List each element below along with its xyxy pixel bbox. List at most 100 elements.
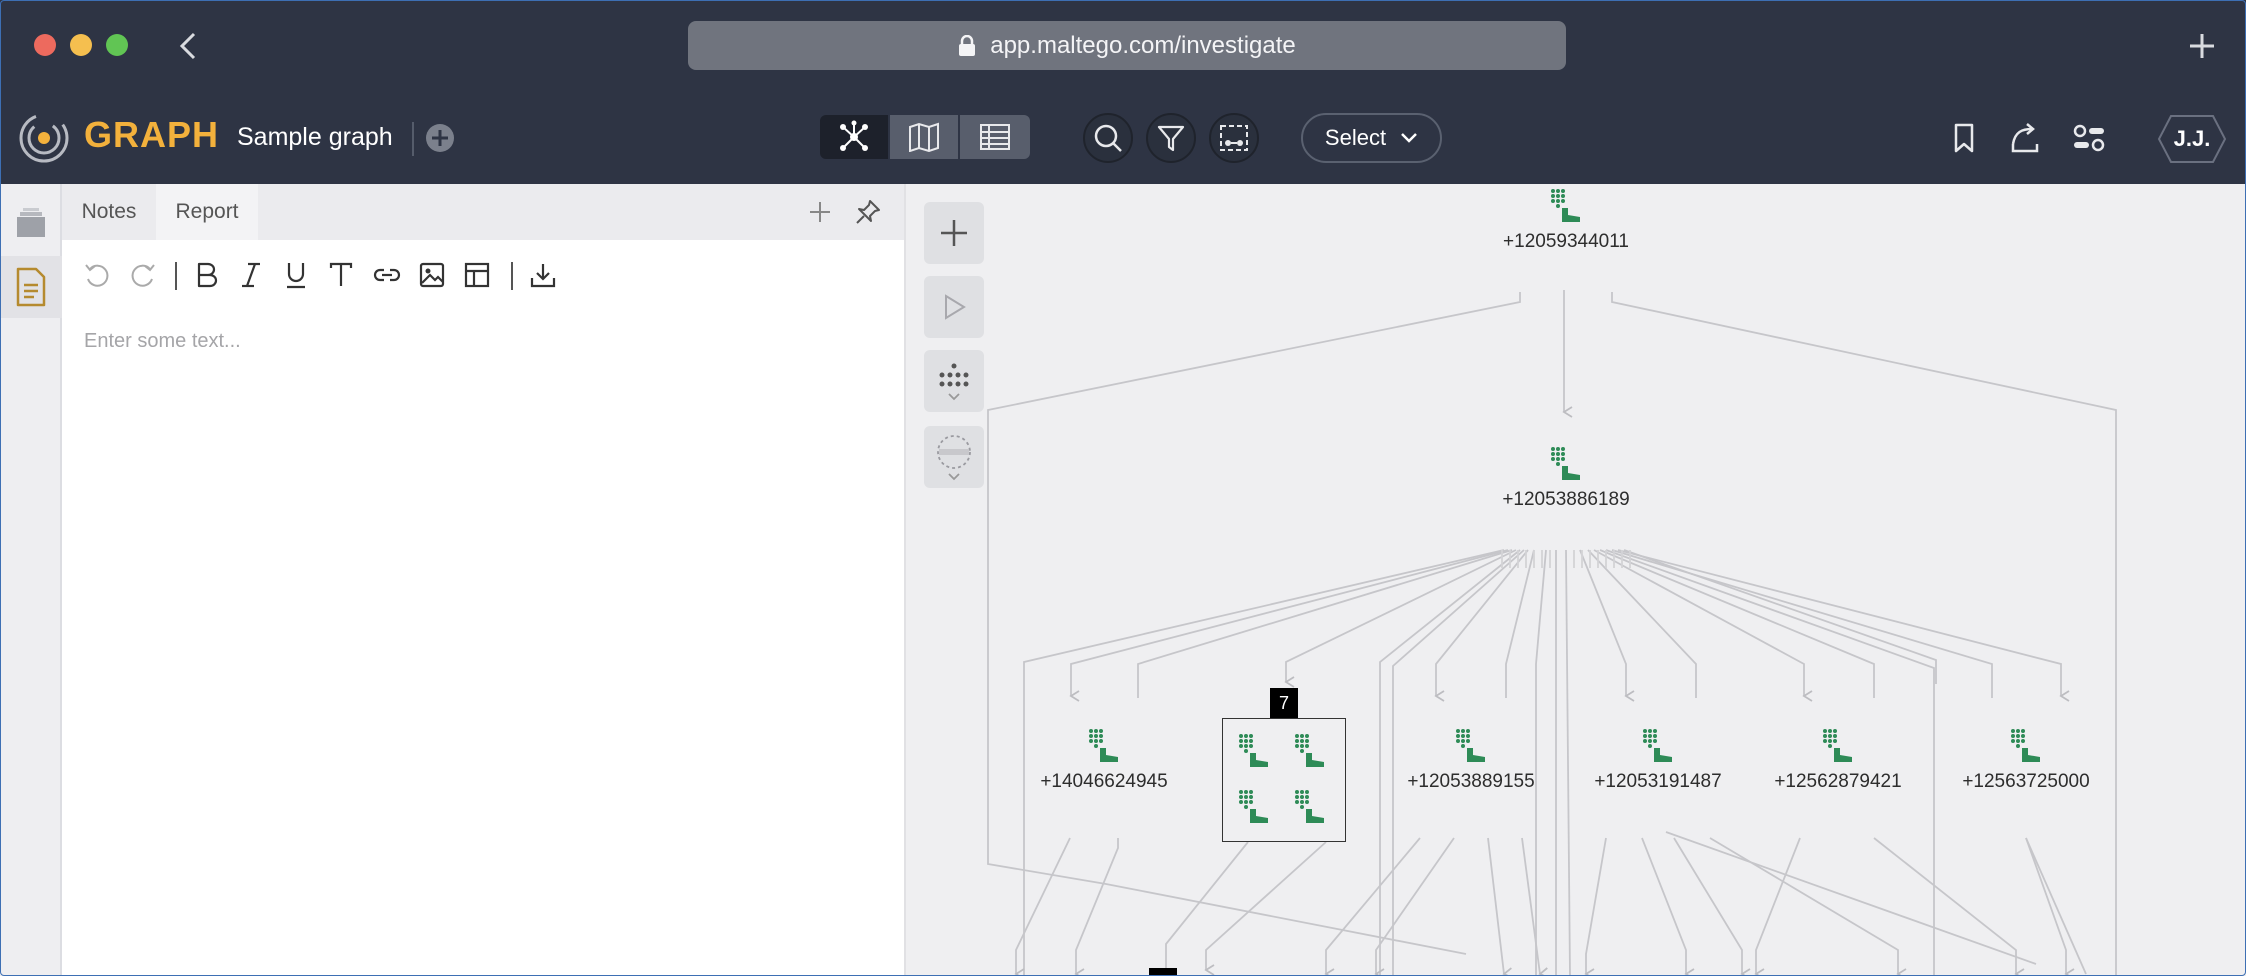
plus-icon: [2190, 34, 2214, 58]
add-entity-button[interactable]: [924, 202, 984, 264]
settings-toggle-button[interactable]: [2069, 120, 2109, 156]
node-label: +12053886189: [1502, 489, 1630, 510]
download-icon: [530, 264, 556, 288]
group-count-badge: 7: [1270, 688, 1298, 718]
tab-notes-label: Notes: [81, 200, 137, 223]
node-label: +12053191487: [1594, 771, 1722, 792]
graph-node[interactable]: +12053889155: [1391, 728, 1551, 793]
select-dropdown[interactable]: Select: [1301, 113, 1442, 163]
bold-icon: [197, 262, 218, 288]
table-view-button[interactable]: [960, 115, 1030, 159]
header-divider: [412, 122, 414, 156]
layers-icon: [17, 208, 45, 237]
tab-report-label: Report: [175, 200, 239, 223]
minimize-window-button[interactable]: [70, 34, 92, 56]
link-icon: [373, 268, 401, 282]
phone-icon: [1239, 790, 1268, 823]
phone-icon: [1643, 729, 1672, 762]
insert-image-button[interactable]: [415, 258, 449, 292]
side-rail: [0, 184, 62, 976]
text-style-button[interactable]: [324, 258, 358, 292]
url-text: app.maltego.com/investigate: [990, 31, 1296, 59]
node-label: +12562879421: [1774, 771, 1902, 792]
back-button[interactable]: [172, 26, 206, 66]
plus-circle-icon: [426, 124, 454, 152]
plus-icon: [941, 220, 967, 246]
link-button[interactable]: [370, 258, 404, 292]
grid-layout-icon: [939, 363, 969, 401]
app-header: GRAPH Sample graph: [0, 92, 2246, 184]
redo-button[interactable]: [126, 258, 160, 292]
graph-canvas[interactable]: +12059344011 +12053886189 +14046624945 7: [906, 184, 2246, 976]
bookmark-button[interactable]: [1944, 120, 1984, 156]
share-button[interactable]: [2005, 120, 2045, 156]
graph-title[interactable]: Sample graph: [237, 123, 393, 151]
notes-panel-button[interactable]: [0, 256, 62, 318]
map-view-button[interactable]: [890, 115, 960, 159]
filter-button[interactable]: [1146, 113, 1196, 163]
tab-report[interactable]: Report: [156, 184, 258, 240]
phone-icon: [2011, 729, 2040, 762]
filter-icon: [1157, 125, 1185, 152]
bookmark-icon: [1954, 123, 1974, 153]
selection-frame-icon: [1220, 125, 1248, 151]
phone-icon: [1456, 729, 1485, 762]
graph-node[interactable]: +12562879421: [1758, 728, 1918, 793]
notes-panel: Notes Report: [62, 184, 904, 976]
network-icon: [840, 120, 868, 151]
close-window-button[interactable]: [34, 34, 56, 56]
toolbar-divider: [175, 262, 177, 290]
pin-panel-button[interactable]: [852, 196, 884, 228]
user-avatar[interactable]: J.J.: [2157, 114, 2227, 164]
map-icon: [909, 122, 939, 152]
run-transform-button[interactable]: [924, 276, 984, 338]
view-mode-dropdown-button[interactable]: [924, 426, 984, 488]
download-button[interactable]: [526, 258, 560, 292]
browser-chrome: app.maltego.com/investigate: [0, 0, 2246, 92]
graph-node[interactable]: +12563725000: [1946, 728, 2106, 793]
add-graph-button[interactable]: [425, 123, 455, 153]
user-initials: J.J.: [2173, 126, 2211, 151]
bold-button[interactable]: [189, 258, 223, 292]
phone-icon: [1295, 790, 1324, 823]
selection-mode-button[interactable]: [1209, 113, 1259, 163]
node-label: +12563725000: [1962, 771, 2090, 792]
collapsed-group-node[interactable]: [1222, 718, 1346, 842]
graph-node[interactable]: +14046624945: [1024, 728, 1184, 793]
tab-notes[interactable]: Notes: [62, 184, 156, 240]
plus-icon: [810, 202, 830, 222]
layout-dropdown-button[interactable]: [924, 350, 984, 412]
undo-button[interactable]: [80, 258, 114, 292]
phone-icon: [1551, 189, 1580, 222]
maximize-window-button[interactable]: [106, 34, 128, 56]
layers-panel-button[interactable]: [0, 192, 62, 254]
search-button[interactable]: [1083, 113, 1133, 163]
insert-table-button[interactable]: [460, 258, 494, 292]
underline-icon: [287, 263, 305, 289]
panel-splitter[interactable]: [904, 184, 906, 976]
redo-icon: [131, 264, 155, 287]
address-bar[interactable]: app.maltego.com/investigate: [688, 21, 1566, 70]
add-note-button[interactable]: [804, 196, 836, 228]
italic-button[interactable]: [234, 258, 268, 292]
pin-icon: [856, 200, 880, 224]
view-switcher: [820, 115, 1030, 159]
graph-node[interactable]: +12059344011: [1486, 188, 1646, 253]
graph-edges: [987, 290, 2117, 976]
editor-toolbar: [62, 240, 904, 310]
brand-name: GRAPH: [84, 114, 220, 155]
partial-group-badge: [1149, 968, 1177, 976]
chevron-left-icon: [179, 32, 196, 60]
share-icon: [2011, 123, 2039, 153]
select-label: Select: [1324, 125, 1387, 150]
new-tab-button[interactable]: [2184, 26, 2220, 66]
phone-icon: [1551, 447, 1580, 480]
underline-button[interactable]: [279, 258, 313, 292]
italic-icon: [242, 262, 260, 288]
graph-view-button[interactable]: [820, 115, 890, 159]
maltego-logo-icon: [18, 112, 70, 164]
graph-node[interactable]: +12053886189: [1486, 446, 1646, 511]
editor-placeholder[interactable]: Enter some text...: [84, 330, 241, 352]
graph-node[interactable]: +12053191487: [1578, 728, 1738, 793]
